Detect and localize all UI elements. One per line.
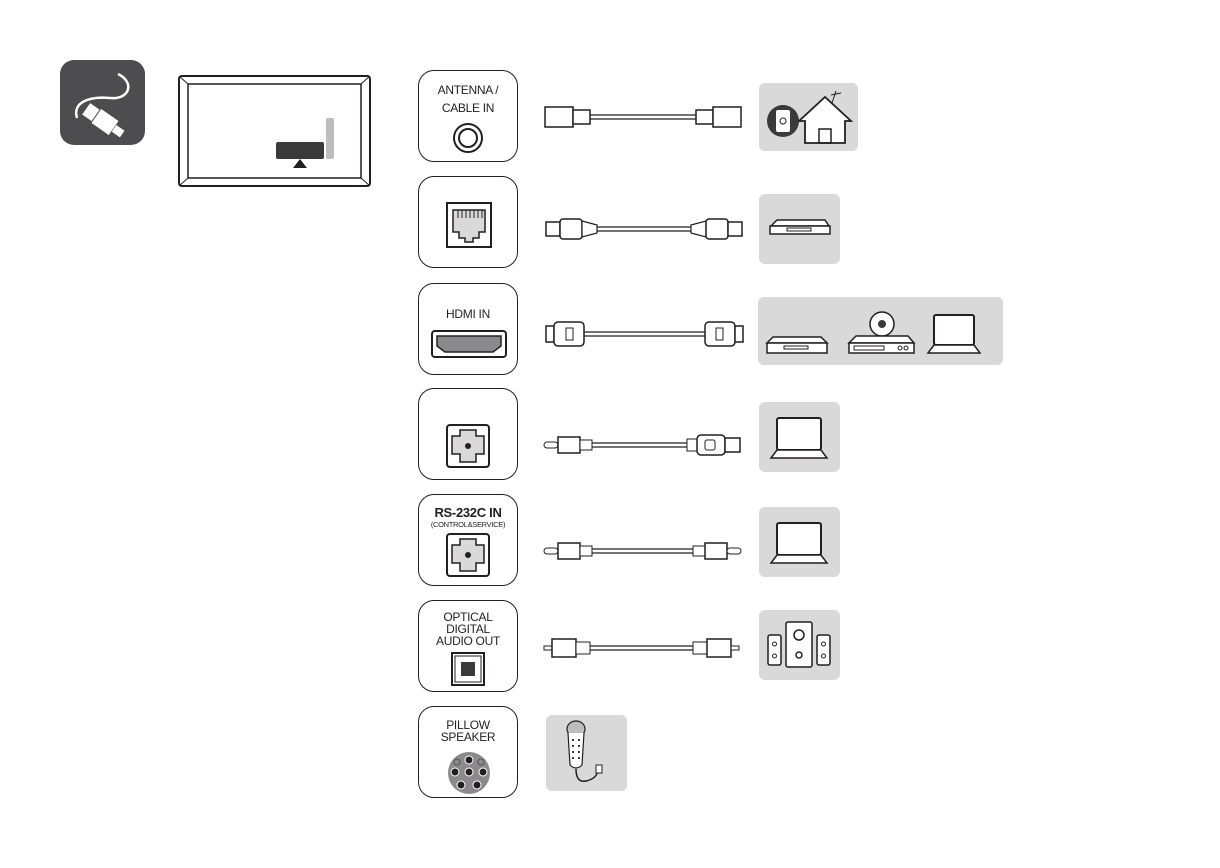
laptop-icon bbox=[769, 522, 829, 564]
port-antenna-cable-in: ANTENNA / CABLE IN bbox=[418, 70, 518, 162]
device-panel bbox=[759, 610, 840, 680]
cable-connection-icon bbox=[60, 60, 145, 145]
port-lan bbox=[418, 176, 518, 268]
jack-cable-icon bbox=[543, 542, 742, 560]
laptop-icon bbox=[926, 314, 982, 354]
port-label-line: OPTICAL bbox=[443, 610, 493, 624]
port-rs232c-in: RS-232C IN (CONTROL&SERVICE) bbox=[418, 494, 518, 586]
port-label-line: PILLOW bbox=[446, 718, 490, 732]
device-panel bbox=[758, 297, 1003, 365]
port-label-line: ANTENNA / bbox=[437, 83, 499, 97]
port-label-line: CABLE IN bbox=[441, 101, 495, 115]
device-panel bbox=[759, 507, 840, 577]
optical-port-icon bbox=[451, 652, 485, 686]
pillow-speaker-remote-icon bbox=[566, 720, 603, 782]
jack-to-usb-cable-icon bbox=[543, 434, 741, 456]
set-top-box-icon bbox=[765, 336, 829, 354]
port-label-line: DIGITAL bbox=[446, 622, 490, 636]
coaxial-port-icon bbox=[453, 123, 483, 153]
port-label-line: RS-232C IN bbox=[434, 505, 502, 520]
port-label-line: (CONTROL&SERVICE) bbox=[430, 520, 506, 529]
device-panel bbox=[759, 402, 840, 472]
pillow-speaker-port-icon bbox=[448, 752, 490, 794]
ir-port-icon bbox=[446, 424, 490, 468]
device-panel bbox=[759, 194, 840, 264]
laptop-icon bbox=[769, 417, 829, 459]
port-optical-digital-audio-out: OPTICAL DIGITAL AUDIO OUT bbox=[418, 600, 518, 692]
lan-cable-icon bbox=[545, 218, 743, 240]
rj45-port-icon bbox=[446, 202, 492, 248]
port-label-line: SPEAKER bbox=[440, 730, 496, 744]
wall-antenna-house-icon bbox=[767, 90, 854, 144]
device-panel bbox=[759, 83, 858, 151]
speaker-system-icon bbox=[767, 621, 831, 668]
coaxial-cable-icon bbox=[544, 106, 742, 128]
hdmi-cable-icon bbox=[545, 321, 744, 347]
dvd-player-icon bbox=[847, 311, 916, 354]
tv-rear-panel-icon bbox=[178, 75, 371, 187]
port-label-line: AUDIO OUT bbox=[436, 634, 500, 648]
hdmi-port-icon bbox=[431, 330, 507, 358]
port-hdmi-in: HDMI IN bbox=[418, 283, 518, 375]
device-panel bbox=[546, 715, 627, 791]
set-top-box-icon bbox=[769, 219, 831, 235]
port-pillow-speaker: PILLOW SPEAKER bbox=[418, 706, 518, 798]
optical-cable-icon bbox=[543, 638, 740, 658]
rs232c-port-icon bbox=[446, 533, 490, 577]
port-ir bbox=[418, 388, 518, 480]
port-label-line: HDMI IN bbox=[446, 307, 490, 321]
